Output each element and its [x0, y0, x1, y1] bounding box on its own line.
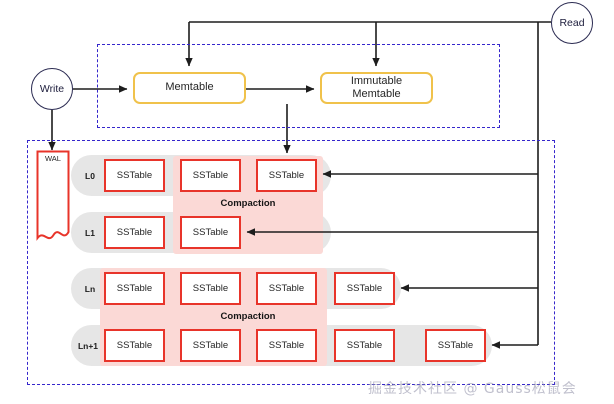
level-label-ln1: Ln+1 — [77, 341, 99, 351]
sstable-l0-1[interactable]: SSTable — [104, 159, 165, 192]
sstable-ln1-5[interactable]: SSTable — [425, 329, 486, 362]
level-label-ln: Ln — [84, 284, 96, 294]
sstable-l0-2[interactable]: SSTable — [180, 159, 241, 192]
memtable-node[interactable]: Memtable — [133, 72, 246, 104]
sstable-ln-2[interactable]: SSTable — [180, 272, 241, 305]
write-label: Write — [39, 83, 65, 95]
read-entrypoint[interactable]: Read — [551, 2, 593, 44]
sstable-ln-1[interactable]: SSTable — [104, 272, 165, 305]
memtable-label: Memtable — [165, 81, 214, 94]
sstable-ln1-1[interactable]: SSTable — [104, 329, 165, 362]
level-label-l0: L0 — [85, 171, 95, 181]
sstable-ln1-3[interactable]: SSTable — [256, 329, 317, 362]
compaction-label-l0-l1: Compaction — [220, 197, 276, 209]
watermark: 掘金技术社区 @ Gauss松鼠会 — [368, 381, 577, 397]
sstable-ln1-4[interactable]: SSTable — [334, 329, 395, 362]
level-label-l1: L1 — [85, 228, 95, 238]
read-label: Read — [559, 17, 585, 29]
sstable-l1-2[interactable]: SSTable — [180, 216, 241, 249]
sstable-ln-3[interactable]: SSTable — [256, 272, 317, 305]
wal-shape-icon — [36, 150, 70, 241]
immutable-memtable-node[interactable]: Immutable Memtable — [320, 72, 433, 104]
compaction-label-ln-ln1: Compaction — [220, 310, 276, 322]
immutable-memtable-label-line1: Immutable — [350, 74, 403, 87]
wal-node[interactable]: WAL — [36, 150, 70, 242]
wal-label: WAL — [45, 154, 61, 163]
sstable-ln1-2[interactable]: SSTable — [180, 329, 241, 362]
immutable-memtable-label: Immutable Memtable — [351, 75, 402, 102]
sstable-l0-3[interactable]: SSTable — [256, 159, 317, 192]
sstable-ln-4[interactable]: SSTable — [334, 272, 395, 305]
write-entrypoint[interactable]: Write — [31, 68, 73, 110]
sstable-l1-1[interactable]: SSTable — [104, 216, 165, 249]
immutable-memtable-label-line2: Memtable — [352, 88, 401, 100]
